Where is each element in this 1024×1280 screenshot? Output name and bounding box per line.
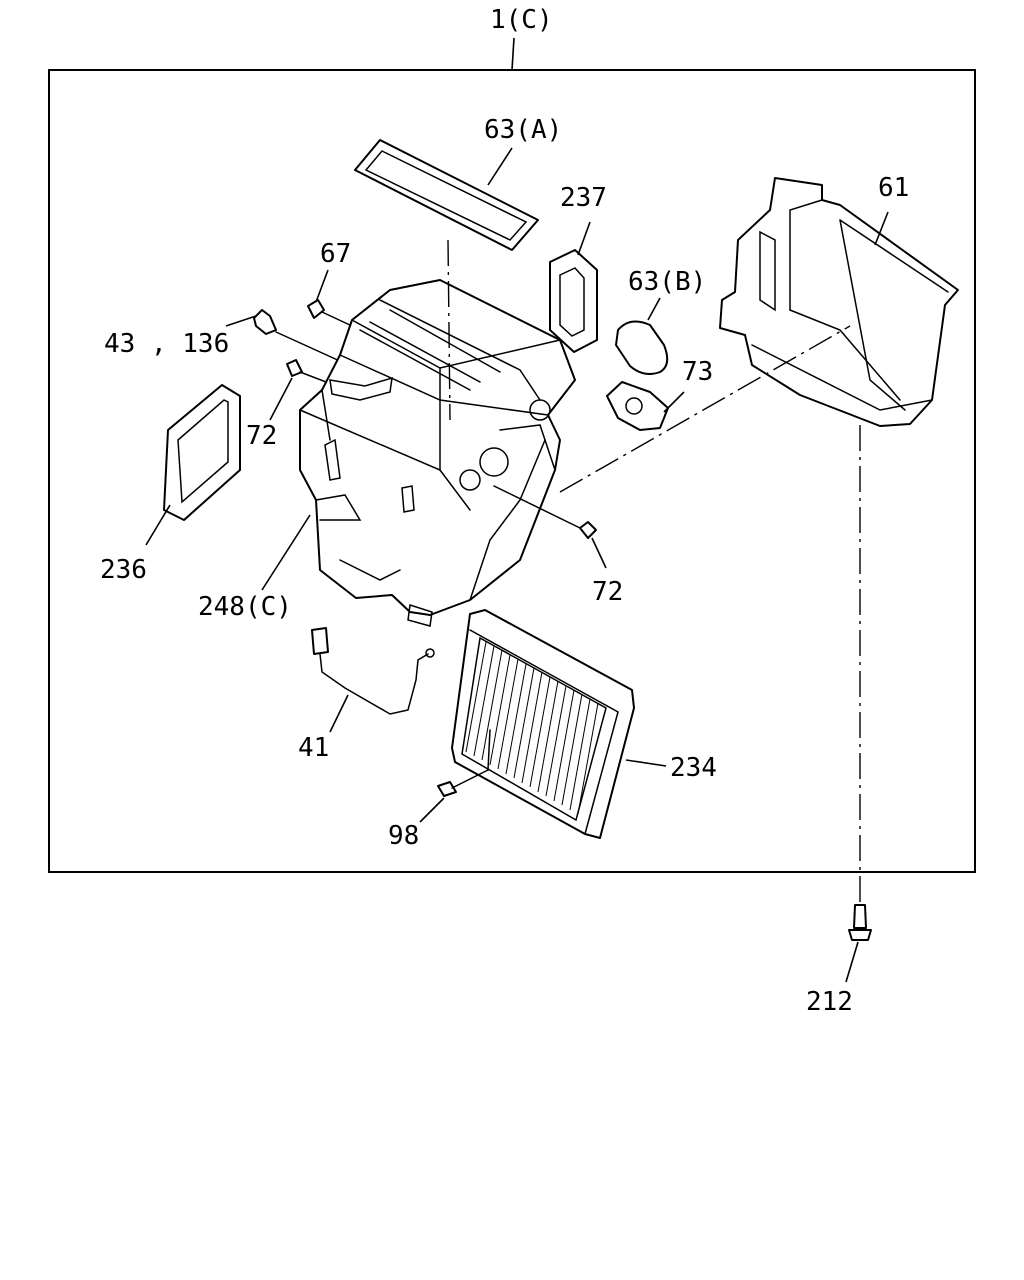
- cap-72-left-shape: [269, 359, 327, 421]
- callout-case-61: 61: [878, 173, 909, 203]
- callout-sensor-41: 41: [298, 733, 329, 763]
- case-61-shape: [719, 177, 959, 427]
- screw-212-shape: [845, 904, 872, 983]
- callout-cap-72-left: 72: [246, 421, 277, 451]
- gasket-63a-shape: [354, 139, 539, 251]
- callout-gasket-63b: 63(B): [628, 267, 706, 297]
- callout-clip-98: 98: [388, 821, 419, 851]
- callout-screw-212: 212: [806, 987, 853, 1017]
- evaporator-234-shape: [451, 609, 667, 839]
- assembly-frame: [48, 69, 976, 873]
- callout-pin-43-136: 43 , 136: [104, 329, 229, 359]
- sensor-41-shape: [311, 627, 435, 733]
- evaporator-fins: [465, 641, 599, 815]
- callout-clip-67: 67: [320, 239, 351, 269]
- callout-bracket-248c: 248(C): [198, 592, 292, 622]
- heater-case-shape: [299, 279, 576, 627]
- callout-gasket-63a: 63(A): [484, 115, 562, 145]
- callout-seal-237: 237: [560, 183, 607, 213]
- cap-72-right-shape: [493, 485, 607, 569]
- callout-assembly: 1(C): [490, 5, 553, 35]
- clip-67-shape: [307, 269, 353, 327]
- clip-98-shape: [419, 729, 491, 823]
- actuator-73-shape: [606, 381, 685, 431]
- pin-43-136-shape: [225, 309, 343, 363]
- callout-seal-236: 236: [100, 555, 147, 585]
- callout-evaporator-234: 234: [670, 753, 717, 783]
- seal-237-shape: [549, 221, 598, 353]
- seal-236-shape: [145, 384, 241, 546]
- callout-actuator-73: 73: [682, 357, 713, 387]
- callout-cap-72-right: 72: [592, 577, 623, 607]
- gasket-63b-shape: [615, 297, 669, 375]
